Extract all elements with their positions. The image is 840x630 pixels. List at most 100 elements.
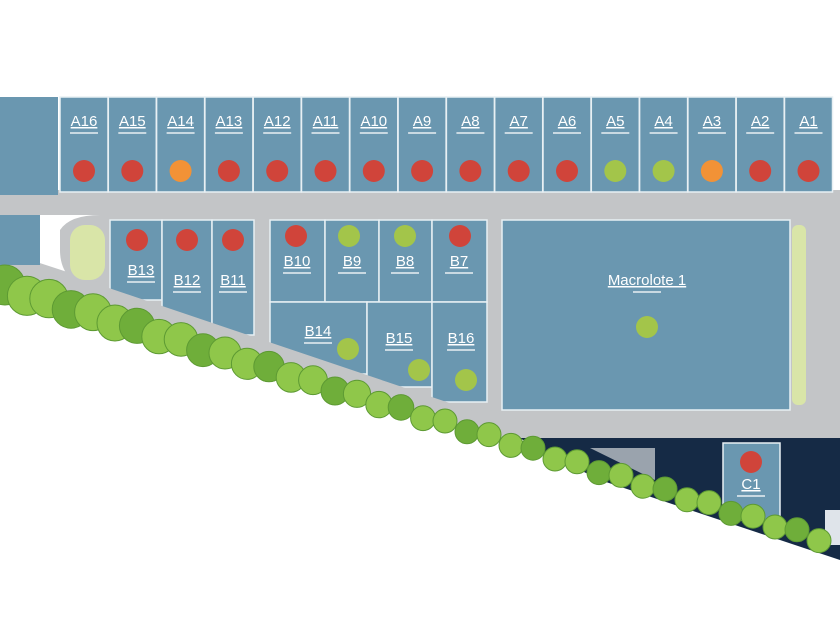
lot-label: B11: [220, 272, 246, 289]
lot-area-text: [118, 132, 147, 134]
tree-icon: [498, 432, 524, 458]
status-dot-available: [394, 225, 416, 247]
status-dot-available: [408, 359, 430, 381]
lot-area-text: [338, 272, 366, 274]
status-dot-sold: [176, 229, 198, 251]
lot-a13[interactable]: A13: [204, 96, 254, 193]
status-dot-sold: [285, 225, 307, 247]
lot-label: A13: [216, 113, 243, 130]
lot-shape[interactable]: [211, 219, 255, 336]
lot-area-text: [553, 132, 581, 134]
lot-area-text: [649, 132, 678, 134]
lot-label: A2: [751, 113, 769, 130]
green-strip-right: [792, 225, 806, 405]
lot-b15[interactable]: B15: [366, 301, 433, 388]
lot-a15[interactable]: A15: [107, 96, 158, 193]
tree-icon: [608, 462, 634, 488]
status-dot-sold: [749, 160, 772, 182]
lot-area-text: [385, 349, 413, 351]
lot-label: B8: [396, 253, 414, 270]
tree-icon: [476, 422, 502, 448]
tree-icon: [630, 473, 656, 499]
lot-b16[interactable]: B16: [431, 301, 488, 403]
lot-area-text: [173, 291, 201, 293]
status-dot-available: [338, 225, 360, 247]
status-dot-sold: [314, 160, 337, 182]
lot-label: A10: [360, 113, 387, 130]
status-dot-sold: [449, 225, 471, 247]
lot-a14[interactable]: A14: [155, 96, 206, 193]
status-dot-sold: [126, 229, 148, 251]
tree-icon: [674, 487, 700, 513]
lot-a10[interactable]: A10: [349, 96, 399, 193]
lot-a1[interactable]: A1: [783, 96, 834, 193]
lot-label: Macrolote 1: [608, 272, 686, 289]
tree-icon: [718, 500, 744, 526]
lot-area-text: [70, 132, 98, 134]
lot-a5[interactable]: A5: [590, 96, 641, 193]
lot-b9[interactable]: B9: [324, 219, 380, 303]
lot-a4[interactable]: A4: [638, 96, 689, 193]
lot-b11[interactable]: B11: [211, 219, 255, 336]
lot-label: A16: [71, 113, 98, 130]
lot-a16[interactable]: A16: [59, 96, 109, 193]
lot-label: A3: [703, 113, 721, 130]
lot-a2[interactable]: A2: [735, 96, 785, 193]
tree-icon: [387, 394, 415, 421]
tree-icon: [410, 405, 436, 432]
block-left-lower: [0, 215, 40, 265]
lot-area-text: [263, 132, 292, 134]
lot-area-text: [737, 495, 765, 497]
lot-label: B7: [450, 253, 468, 270]
status-dot-sold: [411, 160, 434, 182]
lot-area-text: [633, 291, 661, 293]
lot-b13[interactable]: B13: [109, 219, 163, 301]
status-dot-sold: [266, 160, 289, 182]
tree-icon: [432, 408, 458, 434]
status-dot-sold: [740, 451, 762, 473]
lot-a12[interactable]: A12: [252, 96, 302, 193]
lot-label: A15: [119, 113, 146, 130]
lot-b8[interactable]: B8: [378, 219, 433, 303]
lot-b10[interactable]: B10: [269, 219, 326, 303]
block-left: [0, 97, 58, 195]
status-dot-sold: [217, 160, 240, 182]
tree-icon: [696, 490, 722, 516]
lot-area-text: [311, 132, 340, 134]
lot-area-text: [219, 291, 247, 293]
tree-icon: [454, 419, 480, 445]
lot-shape[interactable]: [501, 219, 791, 411]
lot-area-text: [456, 132, 485, 134]
lot-macrolote-1[interactable]: Macrolote 1: [501, 219, 791, 411]
lot-area-text: [408, 132, 437, 134]
status-dot-sold: [556, 160, 578, 182]
lot-a7[interactable]: A7: [493, 96, 544, 193]
status-dot-available: [636, 316, 658, 338]
lot-a9[interactable]: A9: [397, 96, 447, 193]
lot-a6[interactable]: A6: [542, 96, 592, 193]
lot-area-text: [359, 132, 388, 134]
lot-label: A7: [510, 113, 528, 130]
tree-icon: [542, 446, 568, 472]
lot-area-text: [214, 132, 243, 134]
status-dot-sold: [222, 229, 244, 251]
status-dot-available: [337, 338, 359, 360]
lot-label: A14: [167, 113, 194, 130]
status-dot-sold: [121, 160, 144, 182]
status-dot-sold: [362, 160, 385, 182]
lot-area-text: [504, 132, 533, 134]
lot-a11[interactable]: A11: [300, 96, 351, 193]
lot-b7[interactable]: B7: [431, 219, 488, 303]
lot-area-text: [283, 272, 311, 274]
lot-label: A4: [654, 113, 672, 130]
lot-label: A9: [413, 113, 431, 130]
status-dot-available: [652, 160, 675, 182]
lot-a3[interactable]: A3: [687, 96, 737, 193]
tree-icon: [806, 528, 832, 554]
lot-area-text: [746, 132, 775, 134]
lot-label: B10: [284, 253, 311, 270]
tree-icon: [520, 435, 546, 461]
status-dot-sold: [797, 160, 820, 182]
lot-a8[interactable]: A8: [445, 96, 496, 193]
